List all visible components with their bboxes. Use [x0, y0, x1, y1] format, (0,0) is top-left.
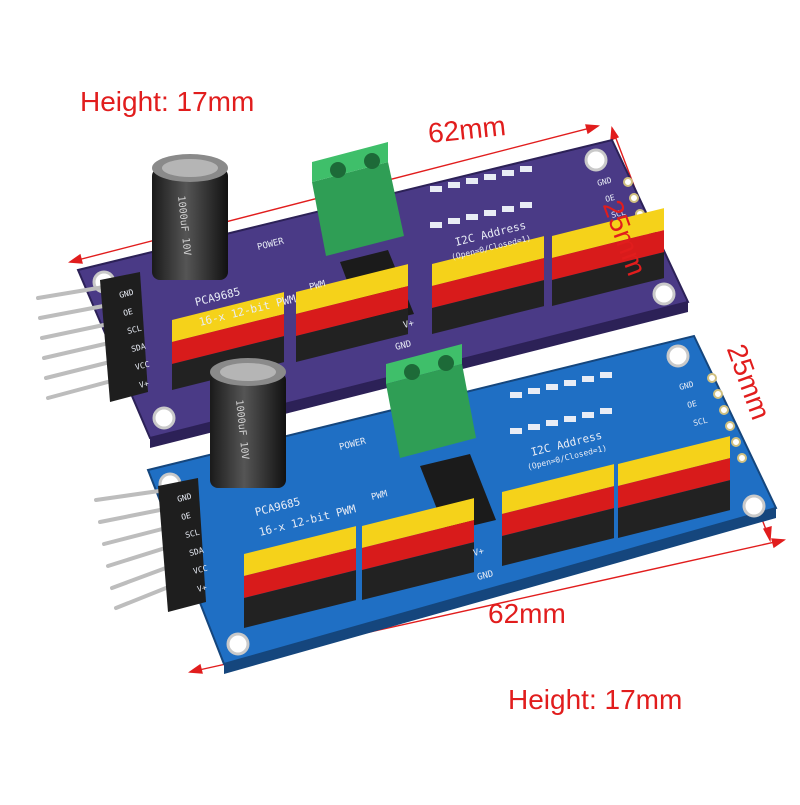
purple-pin-left-1: OE [122, 307, 134, 318]
blue-pin-left-4: VCC [192, 564, 208, 576]
purple-pin-left-4: VCC [134, 360, 150, 372]
purple-rail-0: PWM [308, 279, 327, 293]
bottom-length-label: 62mm [488, 598, 566, 629]
purple-pin-left-3: SDA [130, 342, 146, 354]
purple-capacitor [152, 154, 228, 280]
blue-capacitor [210, 358, 286, 488]
purple-pin-right-0: GND [596, 176, 612, 188]
blue-pin-right-0: GND [678, 380, 694, 392]
purple-rail-1: V+ [402, 318, 415, 330]
purple-servo-headers [172, 208, 664, 390]
blue-pin-right-1: OE [686, 399, 698, 410]
blue-pin-left-1: OE [180, 511, 192, 522]
blue-rail-1: V+ [472, 546, 485, 558]
purple-terminal-block [312, 142, 404, 256]
top-height-label: Height: 17mm [80, 86, 255, 117]
purple-rail-2: GND [394, 339, 412, 353]
purple-pin-left-5: V+ [138, 379, 150, 390]
purple-pin-left-0: GND [118, 288, 134, 300]
purple-pin-right-2: SCL [610, 208, 626, 220]
blue-servo-headers [244, 436, 730, 628]
blue-pin-left-3: SDA [188, 546, 204, 558]
blue-board: PCA9685 16-x 12-bit PWM I2C Address (Ope… [94, 334, 778, 674]
blue-pin-right-2: SCL [692, 416, 708, 428]
blue-pin-left-0: GND [176, 492, 192, 504]
blue-rail-2: GND [476, 569, 494, 583]
blue-rail-0: PWM [370, 489, 389, 503]
purple-pin-left-2: SCL [126, 324, 142, 336]
blue-terminal-block [386, 344, 476, 458]
blue-pin-left-2: SCL [184, 528, 200, 540]
blue-pin-left-5: V+ [196, 583, 208, 594]
bottom-height-label: Height: 17mm [508, 684, 683, 715]
purple-pin-right-1: OE [604, 193, 616, 204]
